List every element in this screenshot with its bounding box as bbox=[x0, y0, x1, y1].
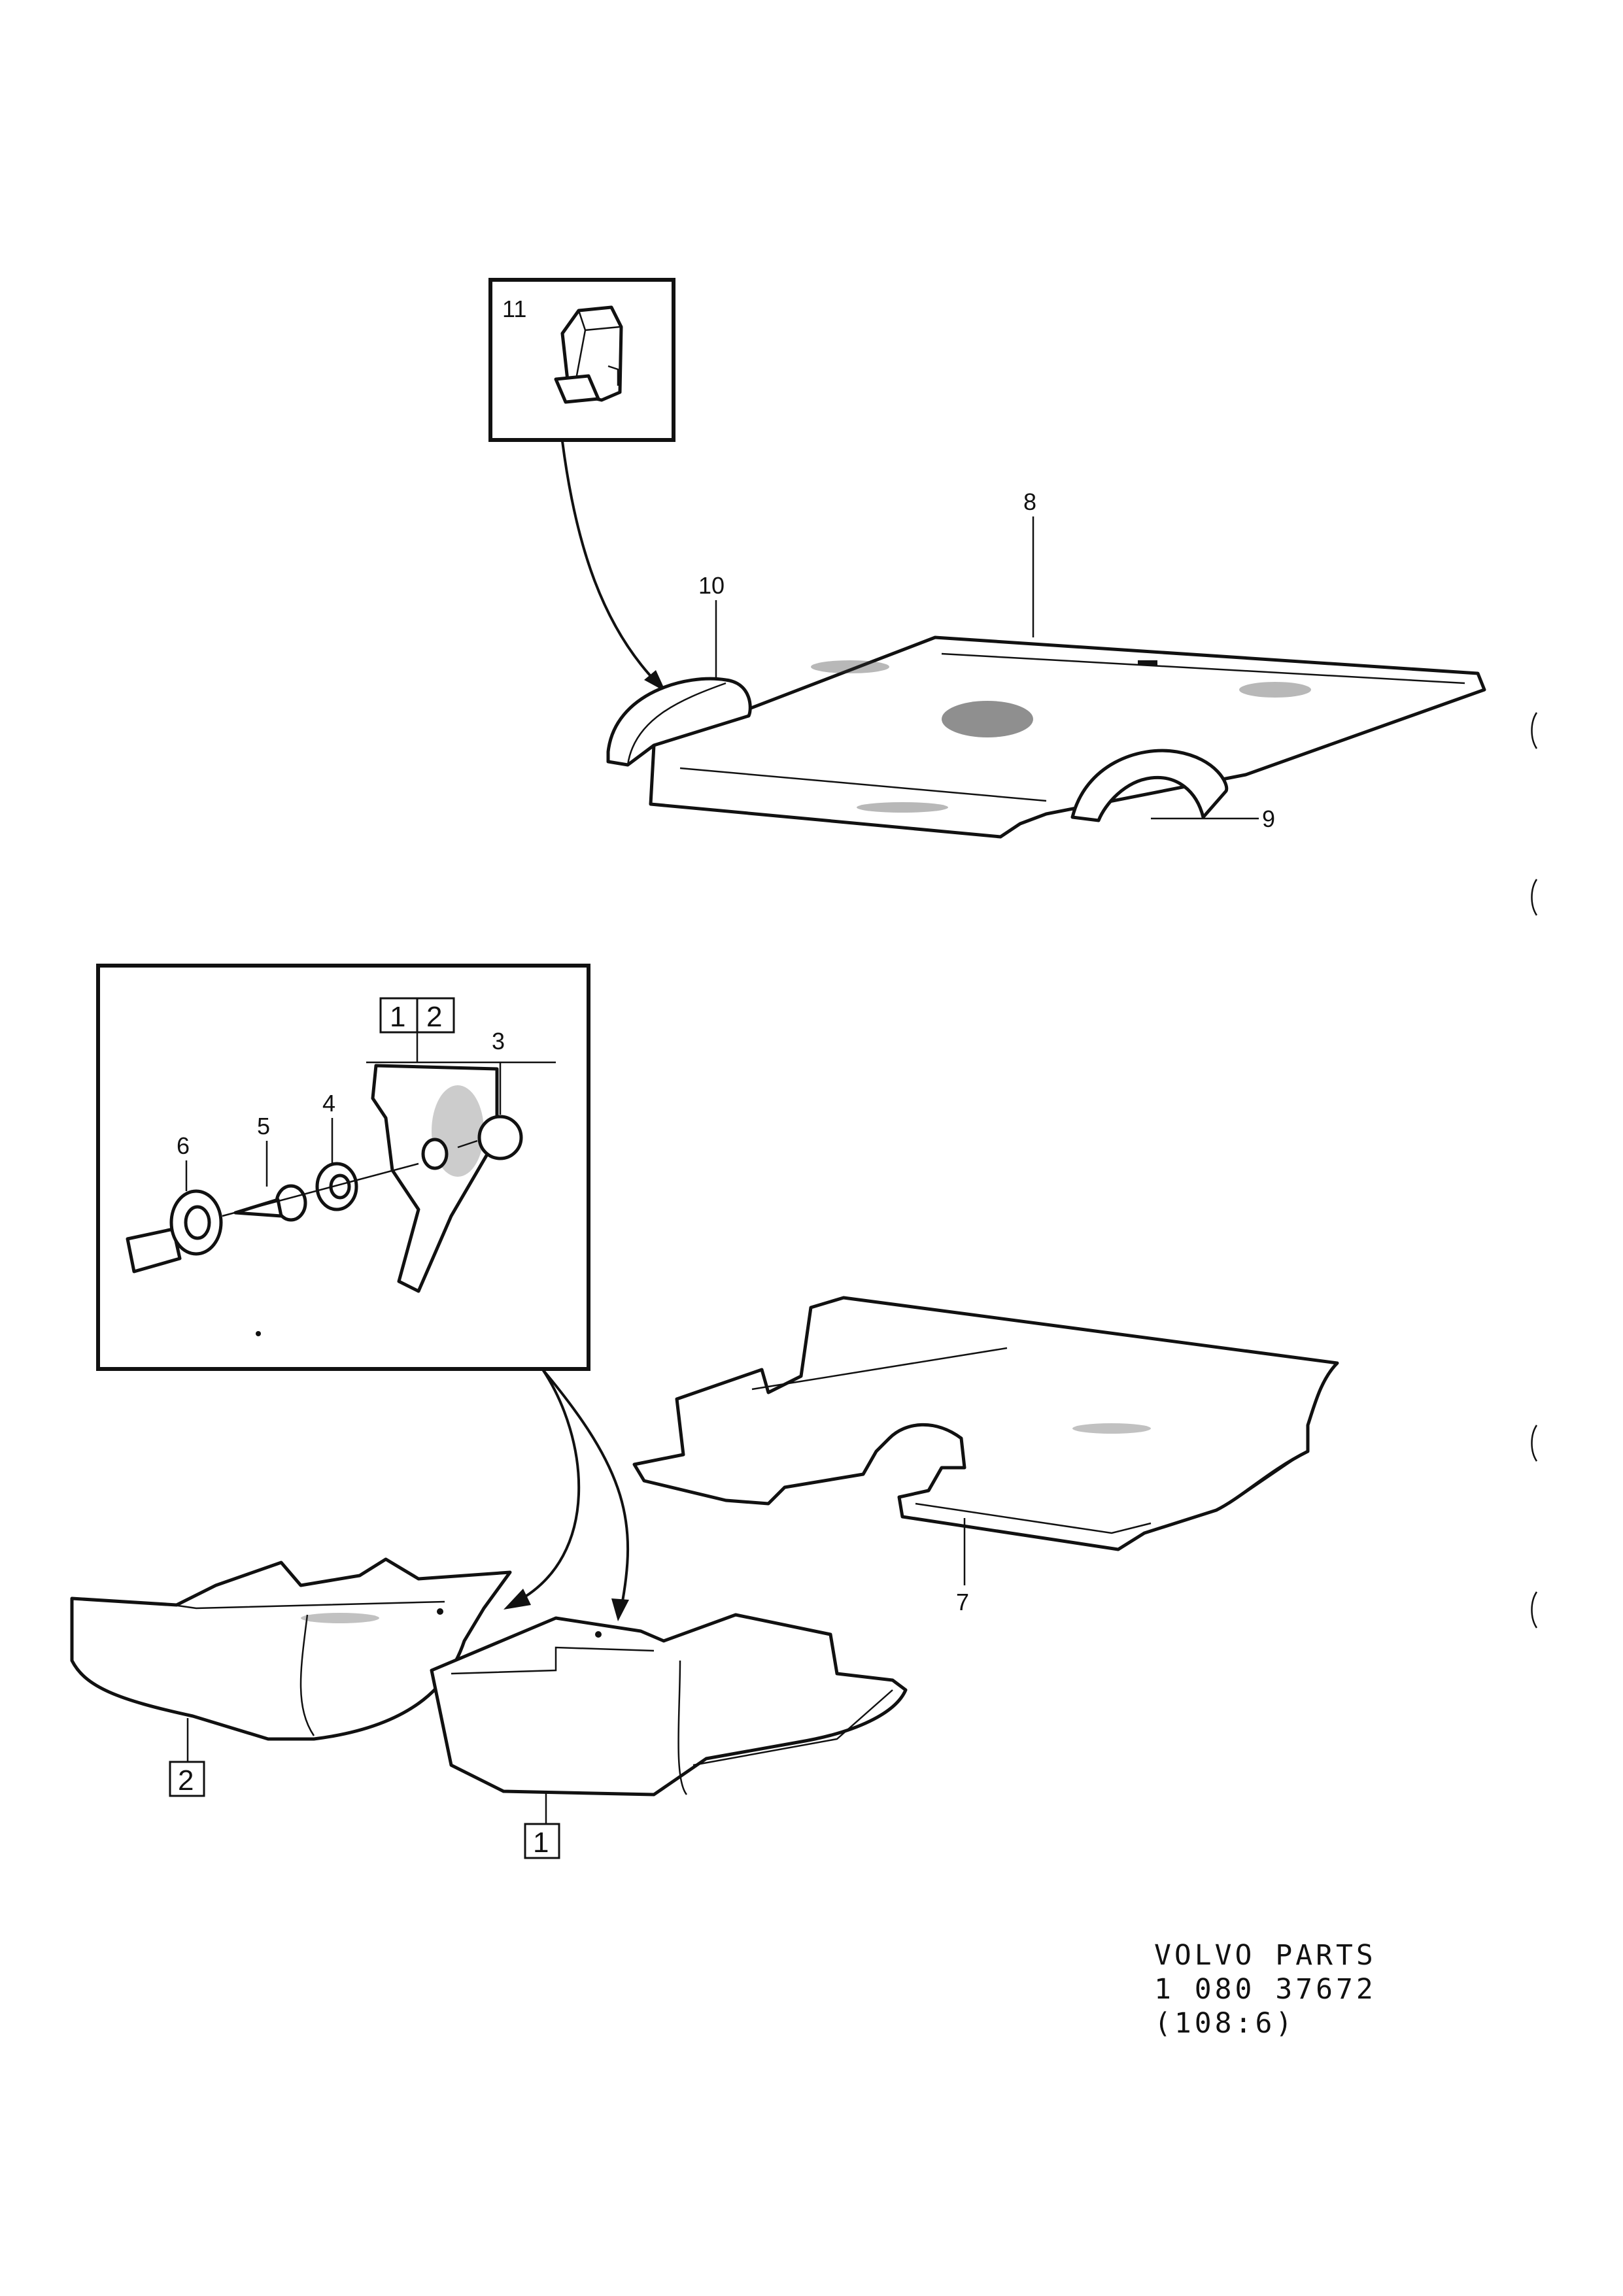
floor-mat-2 bbox=[70, 1557, 512, 1741]
callout-4: 4 bbox=[322, 1090, 335, 1117]
front-floor-mat bbox=[632, 1296, 1339, 1551]
callout-8: 8 bbox=[1023, 488, 1036, 515]
footer-part-number: 1 080 37672 bbox=[1154, 1973, 1376, 2006]
callout-5: 5 bbox=[257, 1113, 270, 1140]
box-label-1: 1 bbox=[390, 1001, 405, 1033]
arrow-clip-to-10 bbox=[561, 441, 666, 692]
detail-box-clip: 11 bbox=[488, 278, 675, 442]
wheel-arch-9 bbox=[1070, 749, 1229, 822]
callout-1: 1 bbox=[533, 1827, 549, 1859]
catalog-reference: VOLVO PARTS 1 080 37672 (108:6) bbox=[1154, 1938, 1376, 2040]
rear-floor-mat bbox=[606, 635, 1486, 839]
binding-marks bbox=[1531, 712, 1538, 1629]
callout-9: 9 bbox=[1262, 805, 1275, 832]
wheel-arch-10 bbox=[606, 677, 752, 767]
box-label-2: 2 bbox=[426, 1001, 442, 1033]
clip-part-11 bbox=[554, 305, 623, 404]
callout-11: 11 bbox=[502, 295, 526, 322]
footer-brand: VOLVO PARTS bbox=[1154, 1939, 1376, 1972]
callout-2: 2 bbox=[178, 1764, 194, 1797]
callout-10: 10 bbox=[698, 572, 725, 599]
callout-7: 7 bbox=[956, 1589, 969, 1615]
callout-3: 3 bbox=[492, 1028, 505, 1055]
callout-6: 6 bbox=[177, 1132, 190, 1159]
floor-mat-1 bbox=[430, 1613, 908, 1797]
arrows-detail-to-mats bbox=[504, 1368, 630, 1621]
footer-section: (108:6) bbox=[1154, 2007, 1296, 2040]
detail-box-fastener: 1 2 bbox=[96, 964, 590, 1371]
